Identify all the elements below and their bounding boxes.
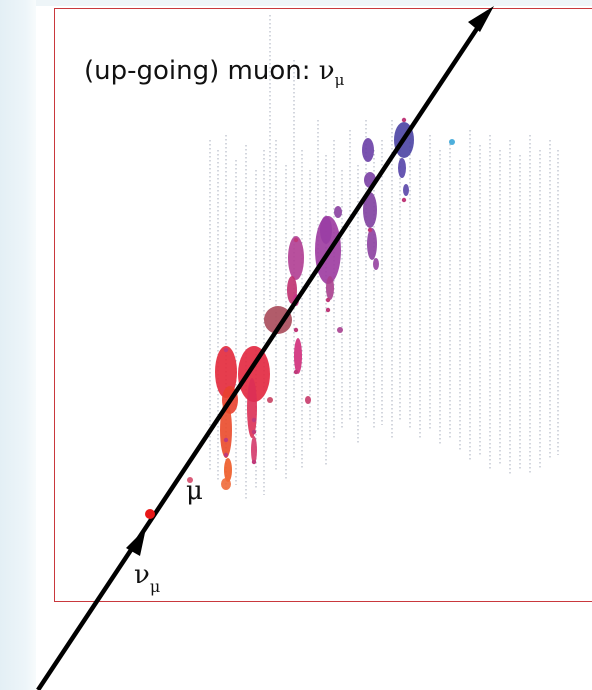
hit-bead	[367, 227, 373, 233]
detector-frame	[54, 8, 592, 602]
hit-blob	[363, 192, 377, 228]
hit-blob	[449, 139, 455, 145]
hit-blob	[398, 158, 406, 178]
hit-bead	[325, 297, 331, 303]
hit-blob	[403, 184, 409, 196]
hit-bead	[223, 347, 229, 353]
hit-blob	[187, 477, 193, 483]
hit-bead	[401, 197, 407, 203]
hit-blob	[215, 346, 237, 398]
hit-bead	[293, 369, 299, 375]
hit-bead	[325, 307, 331, 313]
neutrino-subscript: μ	[149, 577, 161, 596]
interaction-vertex	[145, 509, 155, 519]
hit-blob	[220, 402, 232, 458]
hit-blob	[267, 397, 273, 403]
hit-blob	[247, 378, 257, 438]
hit-clusters	[187, 117, 455, 490]
hit-blob	[221, 478, 231, 490]
title-prefix: (up-going) muon:	[84, 56, 319, 86]
hit-blob	[337, 327, 343, 333]
hit-blob	[294, 338, 302, 374]
hit-bead	[251, 417, 257, 423]
hit-bead	[293, 327, 299, 333]
title-neutrino-subscript: μ	[334, 71, 345, 89]
track-line	[36, 10, 490, 690]
title-neutrino-symbol: ν	[318, 56, 335, 86]
muon-track	[36, 6, 494, 690]
left-margin-band	[0, 0, 36, 690]
hit-bead	[251, 429, 257, 435]
track-arrowhead-mid	[126, 528, 146, 556]
detector-strings	[209, 15, 559, 500]
hit-blob	[288, 236, 304, 280]
hit-blob	[326, 276, 334, 300]
neutrino-label: νμ	[134, 560, 160, 596]
top-margin-band	[36, 0, 592, 6]
hit-blob	[305, 396, 311, 404]
hit-blob	[264, 306, 292, 334]
hit-blob	[334, 206, 342, 218]
track-arrowhead-top	[468, 6, 494, 32]
hit-blob	[224, 458, 232, 482]
hit-blob	[238, 346, 270, 402]
hit-blob	[373, 258, 379, 270]
hit-bead	[401, 117, 407, 123]
event-title: (up-going) muon: νμ	[84, 56, 344, 89]
hit-blob	[251, 436, 257, 464]
hit-bead	[223, 452, 229, 458]
muon-label: μ	[186, 476, 203, 506]
hit-blob	[320, 216, 332, 244]
hit-blob	[367, 228, 377, 260]
hit-blob	[362, 138, 374, 162]
hit-bead	[293, 237, 299, 243]
hit-bead	[223, 437, 229, 443]
neutrino-symbol: ν	[134, 560, 150, 590]
hit-bead	[251, 459, 257, 465]
